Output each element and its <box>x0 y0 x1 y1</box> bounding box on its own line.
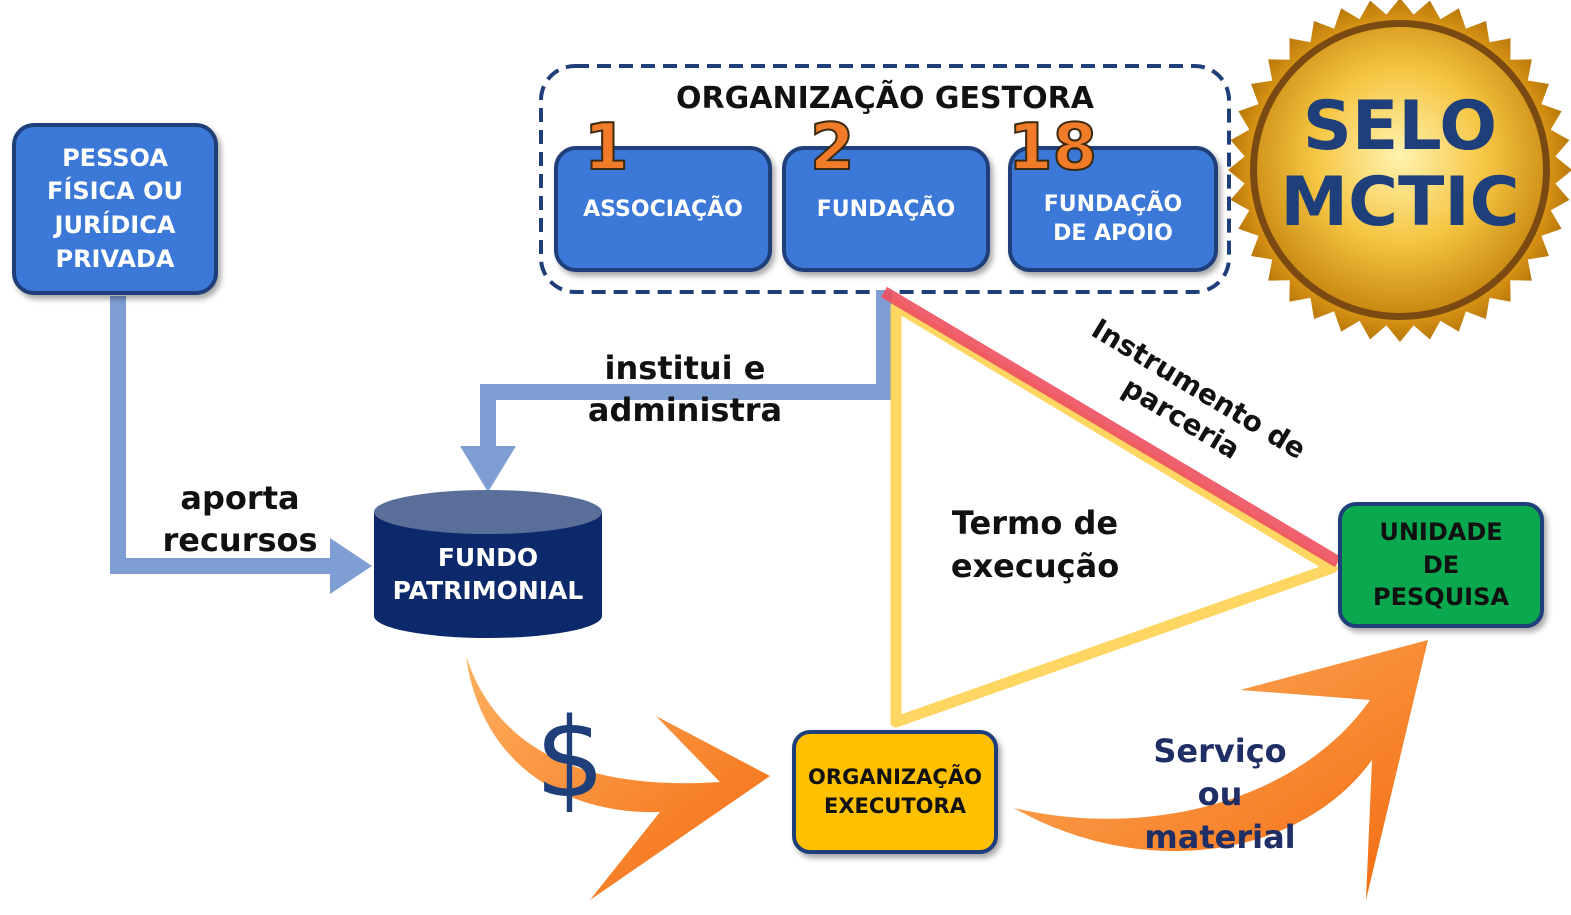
fundacao-apoio-label: FUNDAÇÃO DE APOIO <box>1043 192 1183 246</box>
label-termo: Termo de execução <box>950 504 1120 586</box>
seal-text-2: MCTIC <box>1280 163 1520 242</box>
label-servico: Serviço ou material <box>1144 732 1296 857</box>
number-18: 18 <box>1007 111 1098 185</box>
fundacao-box: FUNDAÇÃO <box>782 146 990 272</box>
unidade-label: UNIDADE DE PESQUISA <box>1373 518 1509 612</box>
label-aporta: aporta recursos <box>162 479 318 559</box>
fundacao-label: FUNDAÇÃO <box>816 196 956 222</box>
seal-text-1: SELO <box>1302 87 1498 166</box>
arrow-institui <box>480 290 892 450</box>
gestora-title: ORGANIZAÇÃO GESTORA <box>676 81 1094 116</box>
arrow-aporta-head <box>330 538 372 594</box>
number-1: 1 <box>583 111 630 185</box>
pessoa-label: PESSOA FÍSICA OU JURÍDICA PRIVADA <box>47 143 183 273</box>
arrow-institui-head <box>460 446 516 492</box>
arrow-aporta <box>110 296 336 574</box>
executora-box: ORGANIZAÇÃO EXECUTORA <box>792 730 998 854</box>
pessoa-box: PESSOA FÍSICA OU JURÍDICA PRIVADA <box>12 123 218 295</box>
seal-face <box>1257 27 1543 313</box>
orange-arrow-service <box>1014 640 1428 900</box>
dollar-sign: $ <box>535 694 605 822</box>
fundo-label: FUNDO PATRIMONIAL <box>392 543 584 605</box>
unidade-box: UNIDADE DE PESQUISA <box>1338 502 1544 628</box>
executora-label: ORGANIZAÇÃO EXECUTORA <box>808 764 982 818</box>
instrumento-line <box>880 286 1342 568</box>
fundo-cylinder <box>374 490 602 638</box>
associacao-label: ASSOCIAÇÃO <box>583 196 743 222</box>
fundacao-apoio-box: FUNDAÇÃO DE APOIO <box>1008 146 1218 272</box>
label-institui: institui e administra <box>587 349 783 429</box>
associacao-box: ASSOCIAÇÃO <box>554 146 772 272</box>
orange-arrow-money <box>466 656 770 900</box>
number-2: 2 <box>809 111 856 185</box>
termo-triangle <box>890 300 1338 728</box>
